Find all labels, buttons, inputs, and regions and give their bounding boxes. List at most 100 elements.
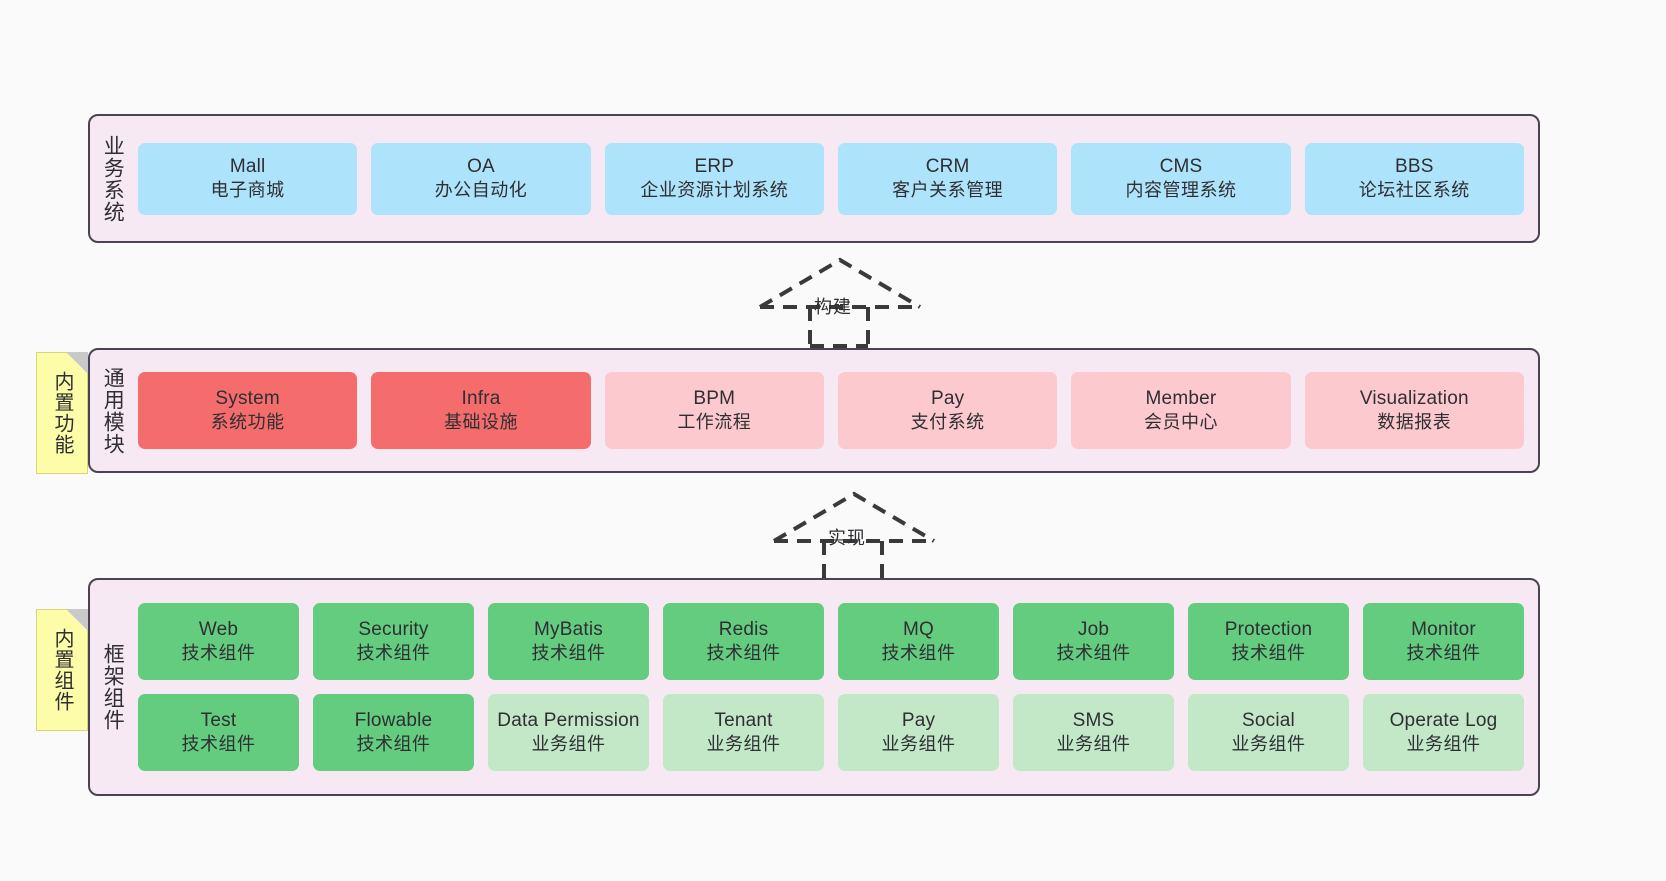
- card-subtitle: 技术组件: [356, 643, 431, 664]
- card-job[interactable]: Job 技术组件: [1013, 603, 1174, 680]
- card-subtitle: 业务组件: [1056, 734, 1131, 755]
- card-mq[interactable]: MQ 技术组件: [838, 603, 999, 680]
- card-title: Monitor: [1411, 618, 1476, 640]
- card-row: System 系统功能 Infra 基础设施 BPM 工作流程 Pay 支付系统…: [138, 372, 1524, 449]
- card-cms[interactable]: CMS 内容管理系统: [1071, 142, 1291, 215]
- card-title: CMS: [1159, 155, 1203, 177]
- card-bpm[interactable]: BPM 工作流程: [604, 372, 824, 449]
- card-row: Web 技术组件 Security 技术组件 MyBatis 技术组件 Redi…: [138, 603, 1524, 680]
- card-subtitle: 技术组件: [181, 734, 256, 755]
- card-title: Security: [358, 618, 429, 640]
- card-web[interactable]: Web 技术组件: [138, 603, 299, 680]
- card-title: System: [215, 387, 280, 409]
- card-title: SMS: [1072, 709, 1115, 731]
- card-test[interactable]: Test 技术组件: [138, 694, 299, 771]
- card-subtitle: 企业资源计划系统: [640, 180, 789, 201]
- card-data-permission[interactable]: Data Permission 业务组件: [488, 694, 649, 771]
- card-subtitle: 技术组件: [1056, 643, 1131, 664]
- card-security[interactable]: Security 技术组件: [313, 603, 474, 680]
- card-title: MyBatis: [534, 618, 603, 640]
- card-title: Data Permission: [497, 709, 640, 731]
- layer-body-business-system: Mall 电子商城 OA 办公自动化 ERP 企业资源计划系统 CRM 客户关系…: [134, 116, 1538, 241]
- layer-business-system[interactable]: 业务系统 Mall 电子商城 OA 办公自动化 ERP 企业资源计划系统 CRM: [88, 114, 1540, 243]
- card-title: Social: [1242, 709, 1295, 731]
- card-title: CRM: [925, 155, 970, 177]
- card-row: Mall 电子商城 OA 办公自动化 ERP 企业资源计划系统 CRM 客户关系…: [138, 142, 1524, 215]
- card-subtitle: 基础设施: [443, 412, 518, 433]
- card-system[interactable]: System 系统功能: [138, 372, 358, 449]
- card-flowable[interactable]: Flowable 技术组件: [313, 694, 474, 771]
- card-protection[interactable]: Protection 技术组件: [1188, 603, 1349, 680]
- card-redis[interactable]: Redis 技术组件: [663, 603, 824, 680]
- connector-implement-label: 实现: [828, 528, 866, 548]
- layer-caption-common-module: 通用模块: [101, 366, 125, 455]
- card-visualization[interactable]: Visualization 数据报表: [1304, 372, 1524, 449]
- card-bbs[interactable]: BBS 论坛社区系统: [1304, 142, 1524, 215]
- layer-caption-framework-component: 框架组件: [101, 643, 125, 731]
- card-crm[interactable]: CRM 客户关系管理: [837, 142, 1058, 215]
- card-subtitle: 业务组件: [531, 734, 606, 755]
- card-title: OA: [467, 155, 495, 177]
- card-subtitle: 技术组件: [881, 643, 956, 664]
- card-subtitle: 技术组件: [1231, 643, 1306, 664]
- layer-body-common-module: System 系统功能 Infra 基础设施 BPM 工作流程 Pay 支付系统…: [134, 350, 1538, 471]
- sticky-note-label: 内置组件: [51, 628, 73, 712]
- card-tenant[interactable]: Tenant 业务组件: [663, 694, 824, 771]
- card-title: BBS: [1394, 155, 1434, 177]
- card-title: Visualization: [1359, 387, 1469, 409]
- card-mybatis[interactable]: MyBatis 技术组件: [488, 603, 649, 680]
- card-erp[interactable]: ERP 企业资源计划系统: [604, 142, 824, 215]
- card-title: Flowable: [354, 709, 433, 731]
- card-subtitle: 技术组件: [1406, 643, 1481, 664]
- card-title: BPM: [693, 387, 736, 409]
- card-title: ERP: [694, 155, 735, 177]
- card-infra[interactable]: Infra 基础设施: [371, 372, 591, 449]
- card-oa[interactable]: OA 办公自动化: [371, 142, 591, 215]
- card-monitor[interactable]: Monitor 技术组件: [1363, 603, 1524, 680]
- layer-caption-business-system: 业务系统: [101, 134, 125, 223]
- card-pay-business[interactable]: Pay 业务组件: [838, 694, 999, 771]
- card-subtitle: 业务组件: [1231, 734, 1306, 755]
- layer-framework-component[interactable]: 框架组件 Web 技术组件 Security 技术组件 MyBatis 技术组件…: [88, 578, 1540, 796]
- card-title: Redis: [718, 618, 769, 640]
- card-operate-log[interactable]: Operate Log 业务组件: [1363, 694, 1524, 771]
- card-subtitle: 工作流程: [677, 412, 752, 433]
- card-sms[interactable]: SMS 业务组件: [1013, 694, 1174, 771]
- card-subtitle: 技术组件: [181, 643, 256, 664]
- card-mall[interactable]: Mall 电子商城: [138, 142, 358, 215]
- sticky-note-builtin-features[interactable]: 内置功能: [36, 352, 88, 474]
- card-member[interactable]: Member 会员中心: [1071, 372, 1291, 449]
- card-title: Protection: [1224, 618, 1313, 640]
- card-title: Job: [1077, 618, 1110, 640]
- card-title: Infra: [461, 387, 501, 409]
- card-title: Operate Log: [1389, 709, 1498, 731]
- card-pay[interactable]: Pay 支付系统: [837, 372, 1058, 449]
- card-subtitle: 支付系统: [910, 412, 985, 433]
- card-subtitle: 客户关系管理: [892, 180, 1004, 201]
- card-subtitle: 系统功能: [210, 412, 285, 433]
- card-title: Test: [200, 709, 237, 731]
- card-title: Member: [1145, 387, 1217, 409]
- card-subtitle: 业务组件: [1406, 734, 1481, 755]
- card-subtitle: 电子商城: [210, 180, 285, 201]
- card-title: Pay: [930, 387, 965, 409]
- card-title: MQ: [902, 618, 934, 640]
- card-subtitle: 技术组件: [531, 643, 606, 664]
- card-title: Pay: [901, 709, 936, 731]
- card-subtitle: 业务组件: [706, 734, 781, 755]
- sticky-note-builtin-components[interactable]: 内置组件: [36, 609, 88, 731]
- card-subtitle: 论坛社区系统: [1358, 180, 1470, 201]
- card-title: Mall: [229, 155, 266, 177]
- layer-common-module[interactable]: 通用模块 System 系统功能 Infra 基础设施 BPM 工作流程 Pay: [88, 348, 1540, 473]
- card-row: Test 技术组件 Flowable 技术组件 Data Permission …: [138, 694, 1524, 771]
- layer-body-framework-component: Web 技术组件 Security 技术组件 MyBatis 技术组件 Redi…: [134, 580, 1538, 794]
- card-title: Web: [198, 618, 239, 640]
- card-subtitle: 内容管理系统: [1125, 180, 1237, 201]
- card-social[interactable]: Social 业务组件: [1188, 694, 1349, 771]
- connector-build-label: 构建: [814, 297, 852, 317]
- card-subtitle: 数据报表: [1377, 412, 1452, 433]
- card-subtitle: 技术组件: [356, 734, 431, 755]
- card-title: Tenant: [714, 709, 773, 731]
- card-subtitle: 办公自动化: [434, 180, 528, 201]
